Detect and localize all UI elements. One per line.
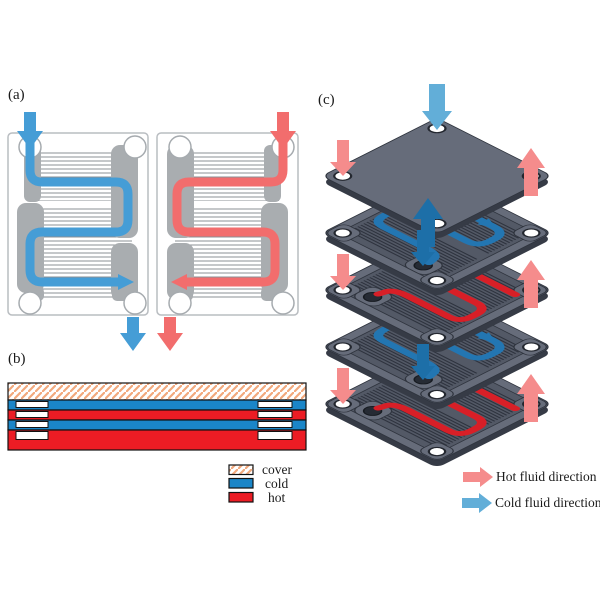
hot-up-arrow-cover-icon — [517, 148, 545, 196]
legend-cover-label: cover — [262, 462, 292, 477]
right-arrow-cold-icon — [462, 493, 492, 513]
legend-cold-direction-label: Cold fluid direction — [495, 495, 600, 510]
legend-cold-label: cold — [265, 476, 289, 491]
cover-layer — [7, 382, 307, 401]
panel-a-label: (a) — [8, 87, 25, 103]
hot-down-arrow-plate3-icon — [330, 254, 356, 290]
panel-c-label: (c) — [318, 92, 335, 108]
hatch-swatch — [228, 464, 254, 476]
legend-hot-label: hot — [268, 490, 286, 505]
cold-down-arrow-plate4-icon — [411, 344, 435, 380]
panel-b-label: (b) — [8, 351, 26, 367]
cold-up-arrow-3d-icon — [413, 198, 443, 247]
right-arrow-hot-icon — [463, 467, 493, 487]
hot-down-arrow-plate5-icon — [330, 368, 356, 404]
hot-swatch — [228, 491, 254, 503]
hot-down-arrow-cover-icon — [330, 140, 356, 176]
panel-c-exploded-stack — [316, 84, 558, 513]
cold-down-arrow-plate2-icon — [411, 230, 435, 266]
hot-up-arrow-plate3-icon — [517, 260, 545, 308]
hot-up-arrow-plate5-icon — [517, 374, 545, 422]
cold-inlet-arrow-icon — [17, 112, 43, 149]
panel-a-cold-plate-top-view — [7, 112, 149, 351]
cold-serpentine-path — [25, 136, 133, 287]
hot-serpentine-path — [172, 136, 288, 287]
panel-b-cross-section — [7, 382, 307, 503]
legend-hot-direction-label: Hot fluid direction — [496, 469, 597, 484]
cold-inlet-arrow-3d-icon — [422, 84, 452, 130]
cold-swatch — [228, 477, 254, 489]
panel-a-hot-plate-top-view — [156, 112, 299, 351]
hot-inlet-arrow-icon — [270, 112, 296, 149]
cold-outlet-arrow-icon — [120, 317, 146, 351]
hot-outlet-arrow-icon — [157, 317, 183, 351]
